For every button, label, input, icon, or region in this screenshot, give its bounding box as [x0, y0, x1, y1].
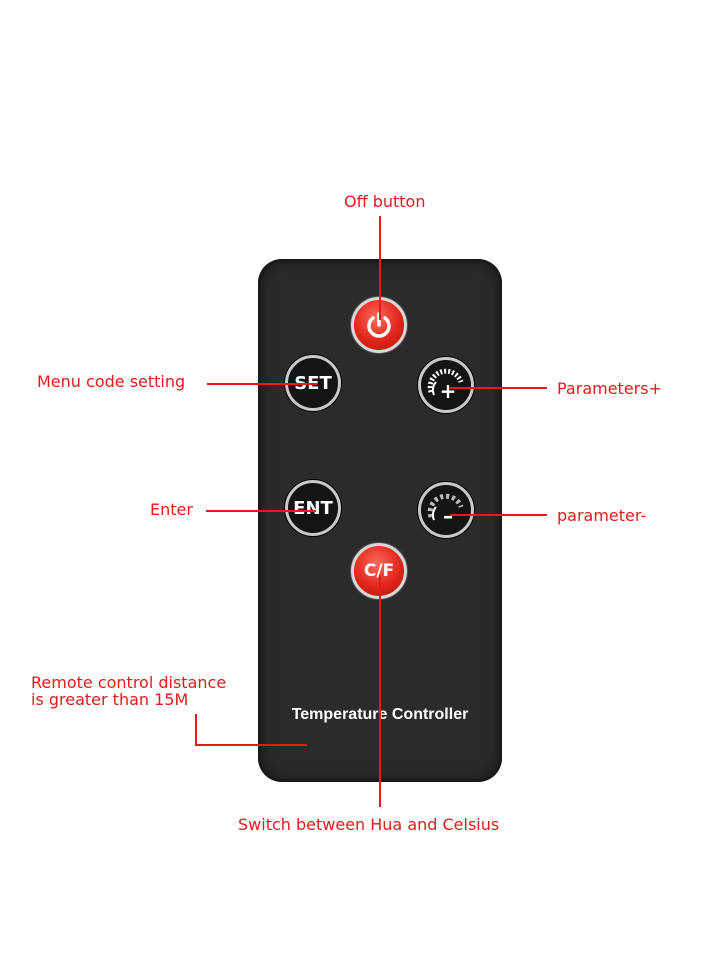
callout-parameters-plus: Parameters+ [557, 379, 662, 398]
minus-label: – [443, 504, 453, 528]
leader-enter [206, 510, 316, 512]
leader-off [379, 216, 381, 320]
callout-enter: Enter [150, 500, 193, 519]
callout-distance: Remote control distance is greater than … [31, 674, 271, 708]
gauge-minus-icon [427, 493, 464, 521]
ent-button[interactable]: ENT [285, 480, 341, 536]
callout-menu-code-setting: Menu code setting [37, 372, 186, 391]
parameter-minus-button[interactable]: – [418, 482, 474, 538]
callout-off-button: Off button [344, 192, 426, 211]
callout-distance-line1: Remote control distance [31, 673, 227, 692]
leader-menu [207, 383, 317, 385]
callout-distance-line2: is greater than 15M [31, 690, 189, 709]
callout-parameter-minus: parameter- [557, 506, 647, 525]
parameter-plus-button[interactable]: + [418, 357, 474, 413]
leader-cf [379, 575, 381, 807]
plus-label: + [439, 379, 457, 403]
leader-minus [450, 514, 547, 516]
gauge-plus-icon [427, 368, 464, 396]
remote-control: SET + ENT – C/F Temperature Controller [258, 259, 502, 782]
ent-button-label: ENT [293, 497, 333, 519]
callout-switch-units: Switch between Hua and Celsius [238, 815, 500, 834]
cf-button-label: C/F [363, 561, 395, 581]
leader-distance-h [195, 744, 307, 746]
leader-plus [450, 387, 547, 389]
leader-distance-v [195, 714, 197, 746]
